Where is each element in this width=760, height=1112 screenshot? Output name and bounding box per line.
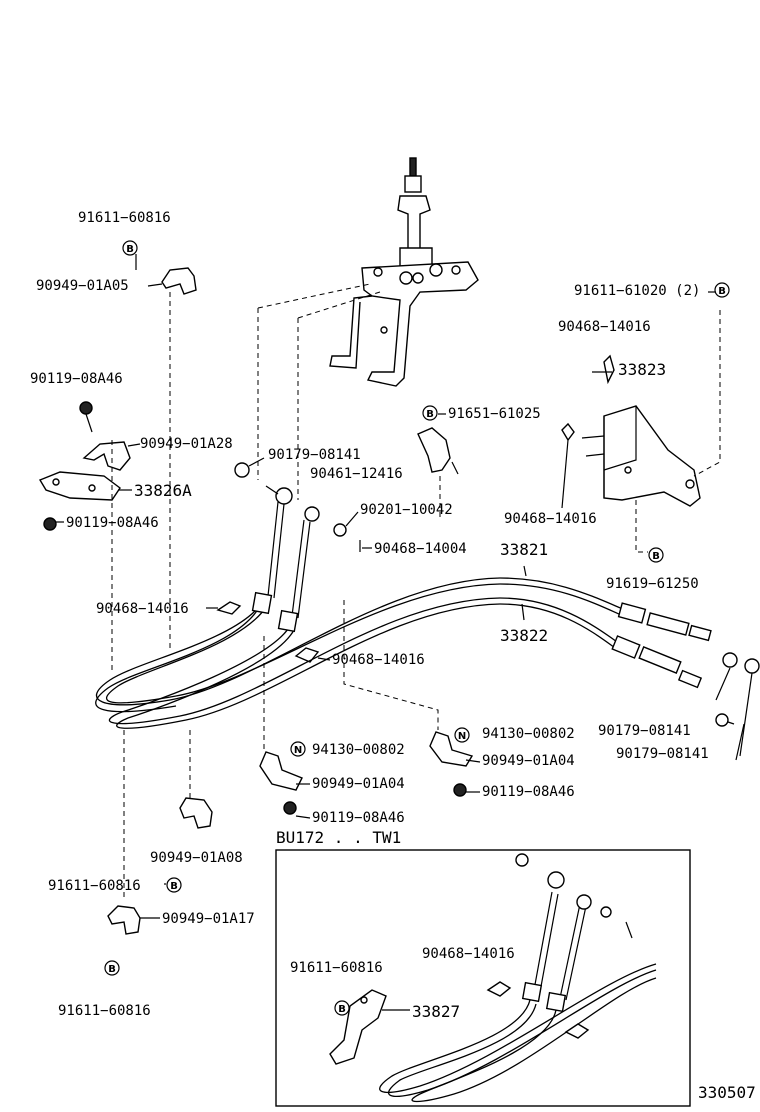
part-label: 90201−10042 — [360, 502, 453, 518]
symbol-b-badge: B — [648, 547, 664, 563]
clip-90468-14016 — [206, 601, 242, 615]
symbol-b-badge: B — [104, 960, 120, 976]
clip-90468-14016 — [294, 647, 331, 663]
cable-end-fitting — [304, 506, 320, 522]
part-label: 91611−60816 — [78, 210, 171, 226]
part-label: 90949−01A04 — [312, 776, 405, 792]
part-label: 33826A — [134, 481, 192, 500]
svg-text:B: B — [338, 1004, 346, 1015]
washer-90179-08141 — [234, 457, 265, 478]
cable-rod-end — [251, 501, 311, 633]
part-label: 90461−12416 — [310, 466, 403, 482]
part-label: 90949−01A05 — [36, 278, 129, 294]
svg-text:B: B — [170, 881, 178, 892]
clamp-90949-01a05 — [147, 267, 197, 295]
part-label: 90179−08141 — [616, 746, 709, 762]
part-label: 91611−60816 — [48, 878, 141, 894]
bracket-33826a — [38, 471, 132, 501]
part-label: 90949−01A08 — [150, 850, 243, 866]
part-label: 91651−61025 — [448, 406, 541, 422]
bolt-90119-08a46 — [79, 401, 93, 433]
svg-text:N: N — [294, 745, 302, 756]
svg-text:B: B — [718, 286, 726, 297]
part-label: 90468−14016 — [558, 319, 651, 335]
clamp-90949-01a08 — [179, 797, 213, 829]
pin-90468-14004 — [359, 540, 372, 552]
clip-90468-14016 — [561, 422, 575, 509]
svg-text:B: B — [426, 409, 434, 420]
part-label: 33827 — [412, 1002, 460, 1021]
part-label: 33822 — [500, 626, 548, 645]
symbol-b-badge: B — [334, 1000, 350, 1016]
part-label: 90468−14016 — [504, 511, 597, 527]
symbol-b-badge: B — [714, 282, 730, 298]
washer-90201-10042 — [333, 511, 359, 537]
part-label: 91611−61020 (2) — [574, 283, 700, 299]
inset-panel — [275, 849, 691, 1107]
inset-label: BU172 . . TW1 — [276, 828, 401, 847]
part-label: 90119−08A46 — [482, 784, 575, 800]
part-label: 90468−14004 — [374, 541, 467, 557]
part-label: 91619−61250 — [606, 576, 699, 592]
cable-end-right — [611, 602, 712, 689]
part-label: 90179−08141 — [268, 447, 361, 463]
part-label: 94130−00802 — [482, 726, 575, 742]
part-label: 90468−14016 — [96, 601, 189, 617]
clip-90468-14016 — [603, 354, 615, 385]
symbol-b-badge: B — [122, 240, 138, 256]
figure-number: 330507 — [698, 1083, 756, 1102]
select-cable-33822 — [109, 597, 621, 729]
reference-lines — [111, 283, 721, 900]
part-label: 90179−08141 — [598, 723, 691, 739]
bracket-90461-12416 — [417, 427, 459, 475]
part-label: 33821 — [500, 540, 548, 559]
part-label: 90468−14016 — [332, 652, 425, 668]
part-label: 90119−08A46 — [312, 810, 405, 826]
shift-cable-33821 — [95, 577, 631, 713]
part-label: 91611−60816 — [290, 960, 383, 976]
symbol-n-badge: N — [454, 727, 470, 743]
symbol-n-badge: N — [290, 741, 306, 757]
symbol-b-badge: B — [166, 877, 182, 893]
bolt-90119-08a46 — [453, 783, 480, 797]
bolt-90119-08a46 — [43, 517, 64, 531]
part-label: 90468−14016 — [422, 946, 515, 962]
leader-lines — [135, 254, 745, 885]
part-label: 94130−00802 — [312, 742, 405, 758]
part-label: 90949−01A28 — [140, 436, 233, 452]
part-label: 90949−01A17 — [162, 911, 255, 927]
bolt-90119-08a46 — [283, 801, 311, 819]
part-label: 90949−01A04 — [482, 753, 575, 769]
svg-text:N: N — [458, 731, 466, 742]
symbol-b-badge: B — [422, 405, 438, 421]
part-label: 91611−60816 — [58, 1003, 151, 1019]
part-label: 90119−08A46 — [30, 371, 123, 387]
svg-text:B: B — [126, 244, 134, 255]
bracket-33823 — [581, 405, 701, 507]
svg-text:B: B — [652, 551, 660, 562]
part-label: 33823 — [618, 360, 666, 379]
clamp-90949-01a04 — [429, 731, 481, 767]
clamp-90949-01a04 — [259, 751, 310, 791]
clamp-90949-01a28 — [82, 441, 141, 471]
clamp-90949-01a17 — [107, 905, 160, 935]
cable-end-fitting — [265, 485, 293, 505]
svg-text:B: B — [108, 964, 116, 975]
cable-end-washer — [715, 652, 760, 757]
shift-lever-assembly — [329, 157, 479, 387]
